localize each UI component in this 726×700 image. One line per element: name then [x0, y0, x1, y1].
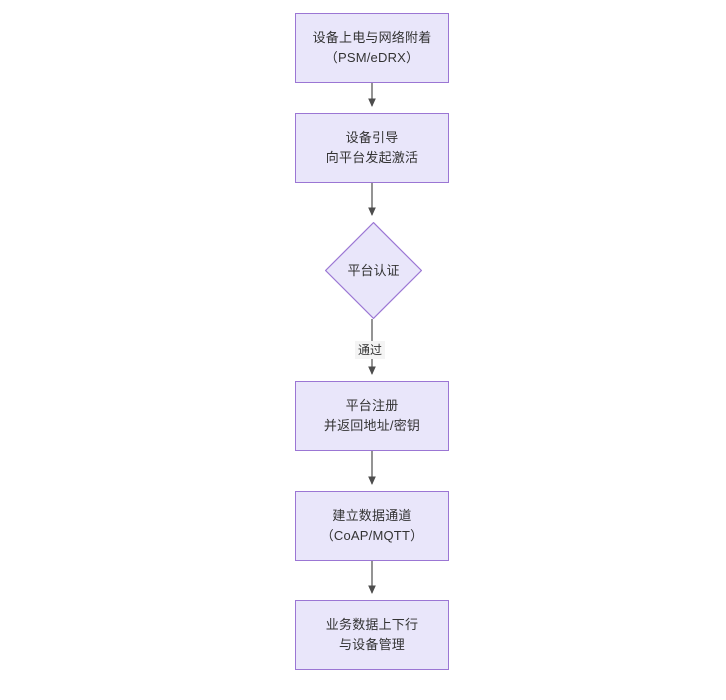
node-label: 业务数据上下行 与设备管理 [325, 617, 419, 652]
node-platform-registration[interactable]: 平台注册 并返回地址/密钥 [295, 381, 449, 451]
node-label: 设备上电与网络附着 （PSM/eDRX） [312, 30, 432, 65]
node-label: 平台注册 并返回地址/密钥 [323, 398, 421, 433]
node-platform-authentication[interactable]: 平台认证 [325, 222, 422, 319]
node-data-channel[interactable]: 建立数据通道 （CoAP/MQTT） [295, 491, 449, 561]
edge-label-pass: 通过 [355, 341, 386, 359]
node-label: 建立数据通道 （CoAP/MQTT） [320, 508, 424, 543]
node-device-bootstrap[interactable]: 设备引导 向平台发起激活 [295, 113, 449, 183]
node-label: 平台认证 [347, 262, 400, 278]
diamond-shape-icon [325, 222, 422, 319]
node-label: 设备引导 向平台发起激活 [325, 130, 419, 165]
node-business-data[interactable]: 业务数据上下行 与设备管理 [295, 600, 449, 670]
node-device-power-on[interactable]: 设备上电与网络附着 （PSM/eDRX） [295, 13, 449, 83]
